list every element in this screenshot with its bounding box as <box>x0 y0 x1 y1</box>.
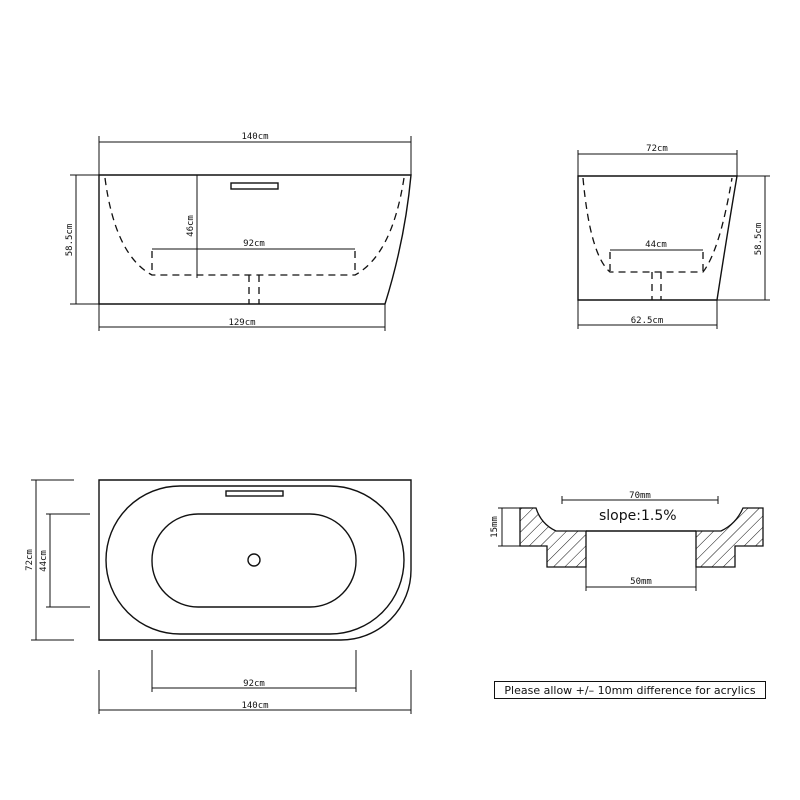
front-inner-basin <box>104 177 405 276</box>
top-outer-basin-rim <box>105 485 405 635</box>
front-overall-length-label: 140cm <box>241 132 268 142</box>
front-inner-bottom-label: 92cm <box>243 239 265 249</box>
side-view: 72cm 62.5cm 58.5cm 44cm <box>577 144 770 329</box>
side-height-label: 58.5cm <box>754 223 764 256</box>
side-inner-basin <box>582 177 733 273</box>
top-overall-length-label: 140cm <box>241 701 268 711</box>
side-overall-width-label: 72cm <box>646 144 668 154</box>
tolerance-note: Please allow +/– 10mm difference for acr… <box>494 681 766 699</box>
front-tub-outline <box>98 174 412 305</box>
top-inner-length-label: 92cm <box>243 679 265 689</box>
side-tub-outline <box>577 175 738 301</box>
front-view: 140cm 129cm 58.5cm 46cm 92cm <box>65 132 412 331</box>
drain-top-opening-label: 70mm <box>629 491 651 501</box>
top-inner-basin <box>151 513 357 608</box>
side-base-width-label: 62.5cm <box>631 316 664 326</box>
top-inner-width-label: 44cm <box>39 550 49 572</box>
top-view: 72cm 44cm 92cm 140cm <box>25 479 412 714</box>
drain-bottom-opening-label: 50mm <box>630 577 652 587</box>
top-drain-hole <box>247 553 261 567</box>
drain-detail: 70mm slope:1.5% 15mm 50mm <box>490 491 764 591</box>
top-overall-width-label: 72cm <box>25 549 35 571</box>
drain-left-section <box>519 507 587 568</box>
drain-right-section <box>695 507 764 568</box>
top-overflow-plate <box>225 490 284 497</box>
front-base-length-label: 129cm <box>228 318 255 328</box>
drain-thickness-label: 15mm <box>490 516 500 538</box>
side-inner-bottom-label: 44cm <box>645 240 667 250</box>
drain-slope-label: slope:1.5% <box>599 508 677 524</box>
front-overflow-plate <box>230 182 279 190</box>
top-tub-outline <box>98 479 412 641</box>
front-height-label: 58.5cm <box>65 224 75 257</box>
front-inner-depth-label: 46cm <box>186 215 196 237</box>
